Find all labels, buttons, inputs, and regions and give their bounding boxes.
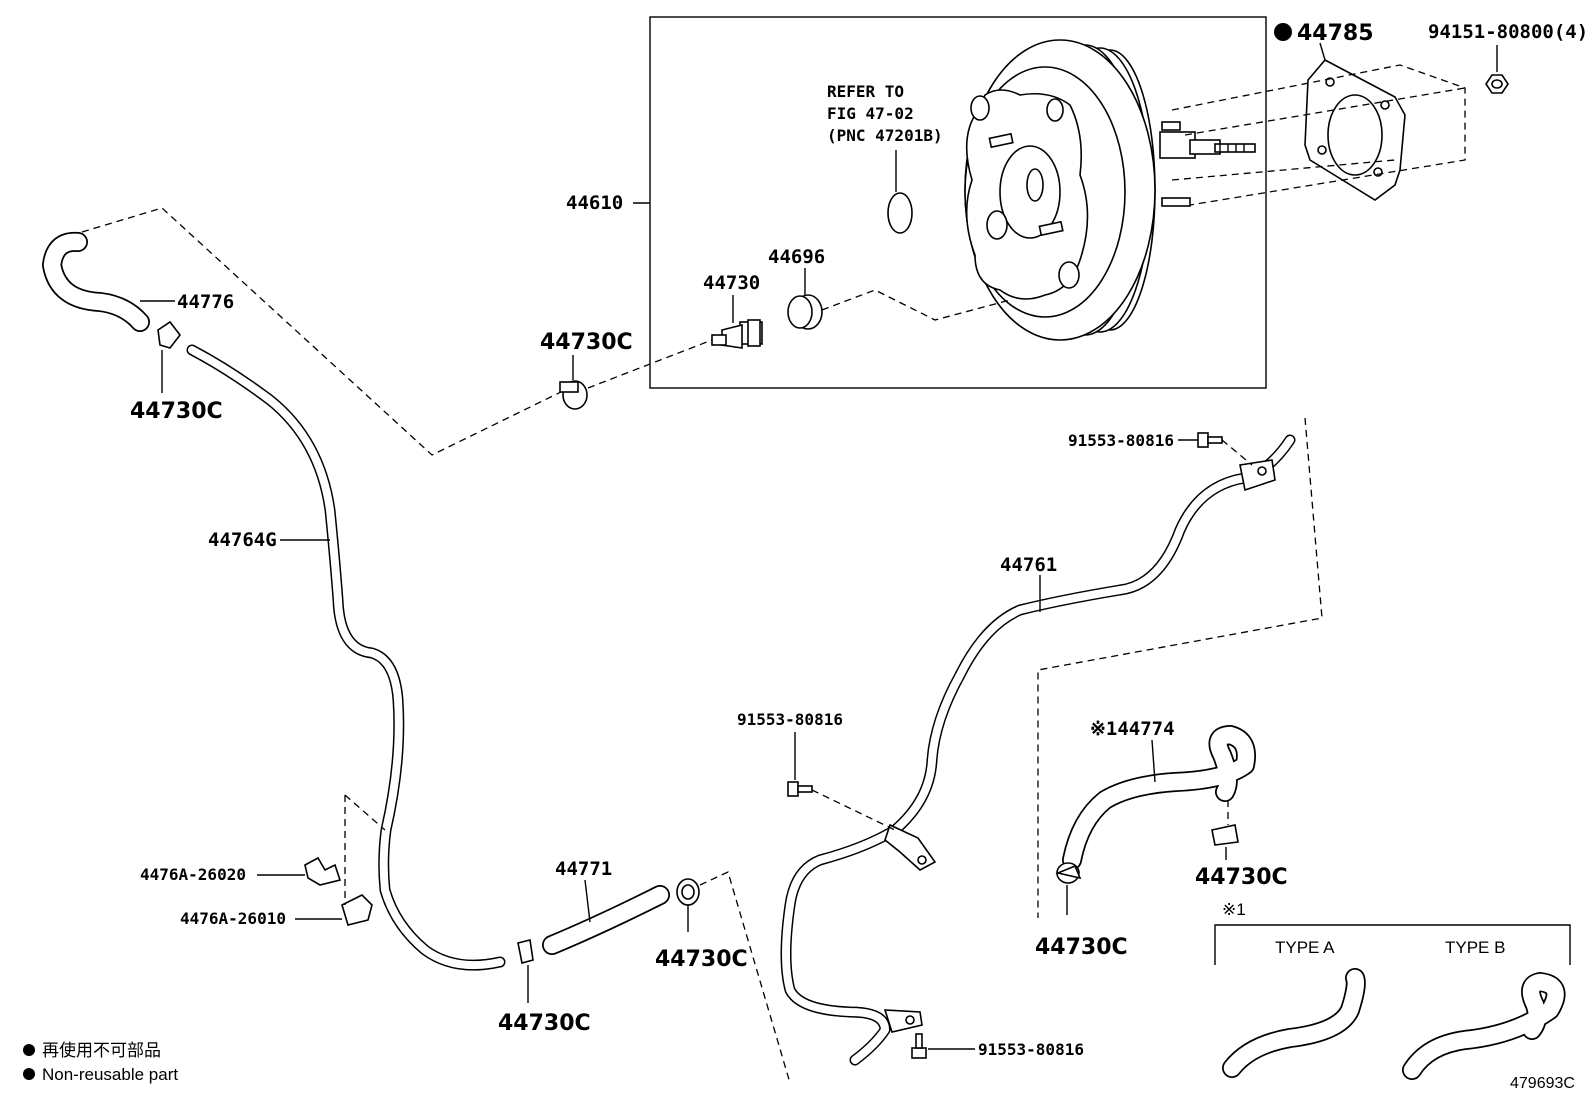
- clip-lower-right: [676, 878, 700, 906]
- refer-text-line2: FIG 47-02: [827, 104, 914, 123]
- label-tube-left: 44764G: [208, 529, 277, 551]
- nut: [1485, 74, 1509, 94]
- label-clip-variant-right: 44730C: [1195, 865, 1288, 890]
- label-grommet: 44696: [768, 246, 825, 268]
- label-tube-right: 44761: [1000, 554, 1057, 576]
- type-box-mark: ※1: [1222, 900, 1246, 919]
- legend-jp: 再使用不可部品: [42, 1040, 161, 1060]
- label-hose-upper: 44776: [177, 291, 234, 313]
- tube-44761: [780, 434, 1296, 1066]
- label-clip-lower-right: 44730C: [655, 947, 748, 972]
- label-hose-variant: ※144774: [1090, 718, 1175, 740]
- label-clip-variant-left: 44730C: [1035, 935, 1128, 960]
- label-bolt-mid: 91553-80816: [737, 710, 843, 729]
- bolt-mid: [787, 781, 813, 797]
- label-gasket: 44785: [1297, 21, 1374, 46]
- bolt-top: [1197, 432, 1223, 448]
- gasket: [1304, 58, 1406, 201]
- hose-44776: [42, 231, 150, 332]
- clamp-26010: [341, 894, 373, 926]
- hose-44771: [542, 885, 670, 955]
- label-booster-assembly: 44610: [566, 192, 623, 214]
- bracket-bottom: [883, 1009, 923, 1033]
- label-clamp-b: 4476A-26010: [180, 909, 286, 928]
- type-a-hose: [1222, 968, 1366, 1078]
- label-check-valve: 44730: [703, 272, 760, 294]
- clip-variant-right: [1211, 824, 1239, 846]
- clamp-26020: [304, 856, 342, 886]
- label-bolt-top: 91553-80816: [1068, 431, 1174, 450]
- label-nut: 94151-80800(4): [1428, 21, 1588, 43]
- legend-dot-jp-icon: [23, 1044, 35, 1056]
- clip-upper: [559, 380, 588, 410]
- brake-booster-body: [964, 39, 1256, 341]
- label-clip-bottom: 44730C: [498, 1011, 591, 1036]
- o-ring: [887, 192, 913, 234]
- tube-44764G: [186, 344, 506, 971]
- check-valve: [711, 319, 763, 349]
- label-hose-lower: 44771: [555, 858, 612, 880]
- clip-left: [157, 320, 182, 349]
- figure-id: 479693C: [1510, 1075, 1575, 1092]
- legend-en: Non-reusable part: [42, 1065, 178, 1084]
- label-bolt-bottom: 91553-80816: [978, 1040, 1084, 1059]
- hose-44774: [1062, 725, 1256, 870]
- bracket-mid: [884, 823, 937, 871]
- bracket-top: [1239, 459, 1276, 492]
- type-a-label: TYPE A: [1275, 938, 1335, 957]
- type-variant-box: ※1 TYPE A TYPE B: [1214, 900, 1571, 1080]
- label-clip-upper: 44730C: [540, 330, 633, 355]
- refer-text-line1: REFER TO: [827, 82, 904, 101]
- non-reusable-marker-icon: [1274, 23, 1292, 41]
- bolt-bottom: [911, 1033, 927, 1059]
- label-clip-left: 44730C: [130, 399, 223, 424]
- refer-text-line3: (PNC 47201B): [827, 126, 943, 145]
- legend-dot-en-icon: [23, 1068, 35, 1080]
- type-b-label: TYPE B: [1445, 938, 1505, 957]
- type-b-hose: [1402, 972, 1566, 1080]
- clip-bottom: [517, 939, 534, 964]
- clip-variant-left: [1055, 862, 1082, 884]
- label-clamp-a: 4476A-26020: [140, 865, 246, 884]
- grommet: [787, 294, 823, 330]
